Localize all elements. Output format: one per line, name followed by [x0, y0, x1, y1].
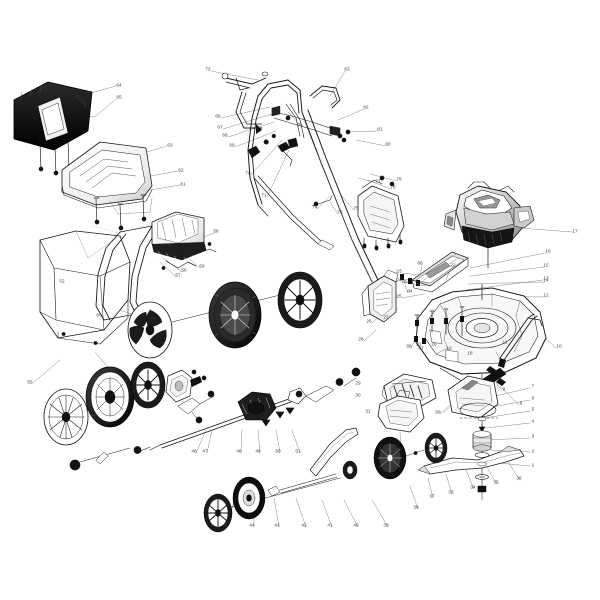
diagram-artwork	[13, 70, 573, 533]
